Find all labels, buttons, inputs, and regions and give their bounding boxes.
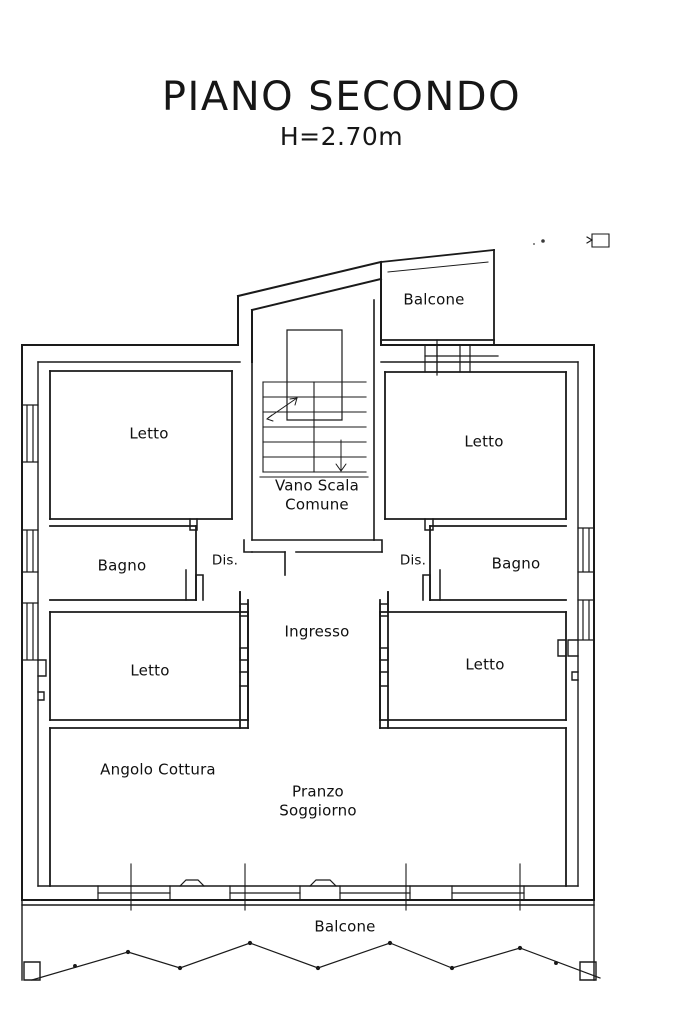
scan-artifacts xyxy=(533,233,610,248)
balcone-railing-nodes xyxy=(73,940,558,971)
room-letto-nw-door-jamb xyxy=(189,518,198,531)
right-wall-jog xyxy=(567,639,579,681)
balcone-top-outline xyxy=(380,249,495,346)
letto-se-door-notch xyxy=(379,639,567,661)
room-bagno-w-walls xyxy=(49,525,197,601)
balcone-bottom-posts xyxy=(23,961,597,981)
stairwell-block xyxy=(236,260,383,363)
disimpegno-w-walls xyxy=(195,574,241,613)
left-wall-jog xyxy=(37,659,47,701)
disimpegno-e-walls xyxy=(387,574,431,613)
ingresso-door-jambs xyxy=(239,603,389,687)
window-openings-left xyxy=(21,404,39,661)
bottom-openings xyxy=(97,879,525,901)
balcone-top-inner xyxy=(387,261,489,273)
ingresso-walls xyxy=(239,591,389,729)
stair-enclosure xyxy=(251,299,375,541)
room-bagno-e-walls xyxy=(429,525,567,601)
stair-landing-box xyxy=(286,329,343,421)
balcone-bottom-outline xyxy=(21,899,595,981)
balcone-bottom-railing xyxy=(31,942,601,981)
room-letto-sw-walls xyxy=(49,611,249,721)
window-openings-right xyxy=(577,527,595,641)
outer-walls xyxy=(21,344,595,901)
letto-ne-balcony-door xyxy=(424,339,499,376)
room-letto-ne-walls xyxy=(384,371,567,520)
room-letto-nw-walls xyxy=(49,370,233,520)
stair-lower-wall xyxy=(243,539,383,576)
bottom-opening-ticks xyxy=(130,863,521,911)
stair-direction-arrows xyxy=(265,397,347,472)
outer-walls-inner-face xyxy=(37,361,579,887)
room-letto-se-walls xyxy=(379,611,567,721)
letto-ne-door-jamb xyxy=(424,518,434,531)
soggiorno-walls xyxy=(49,727,567,887)
letto-sw-door-notch xyxy=(239,647,249,661)
stair-treads xyxy=(262,381,367,473)
